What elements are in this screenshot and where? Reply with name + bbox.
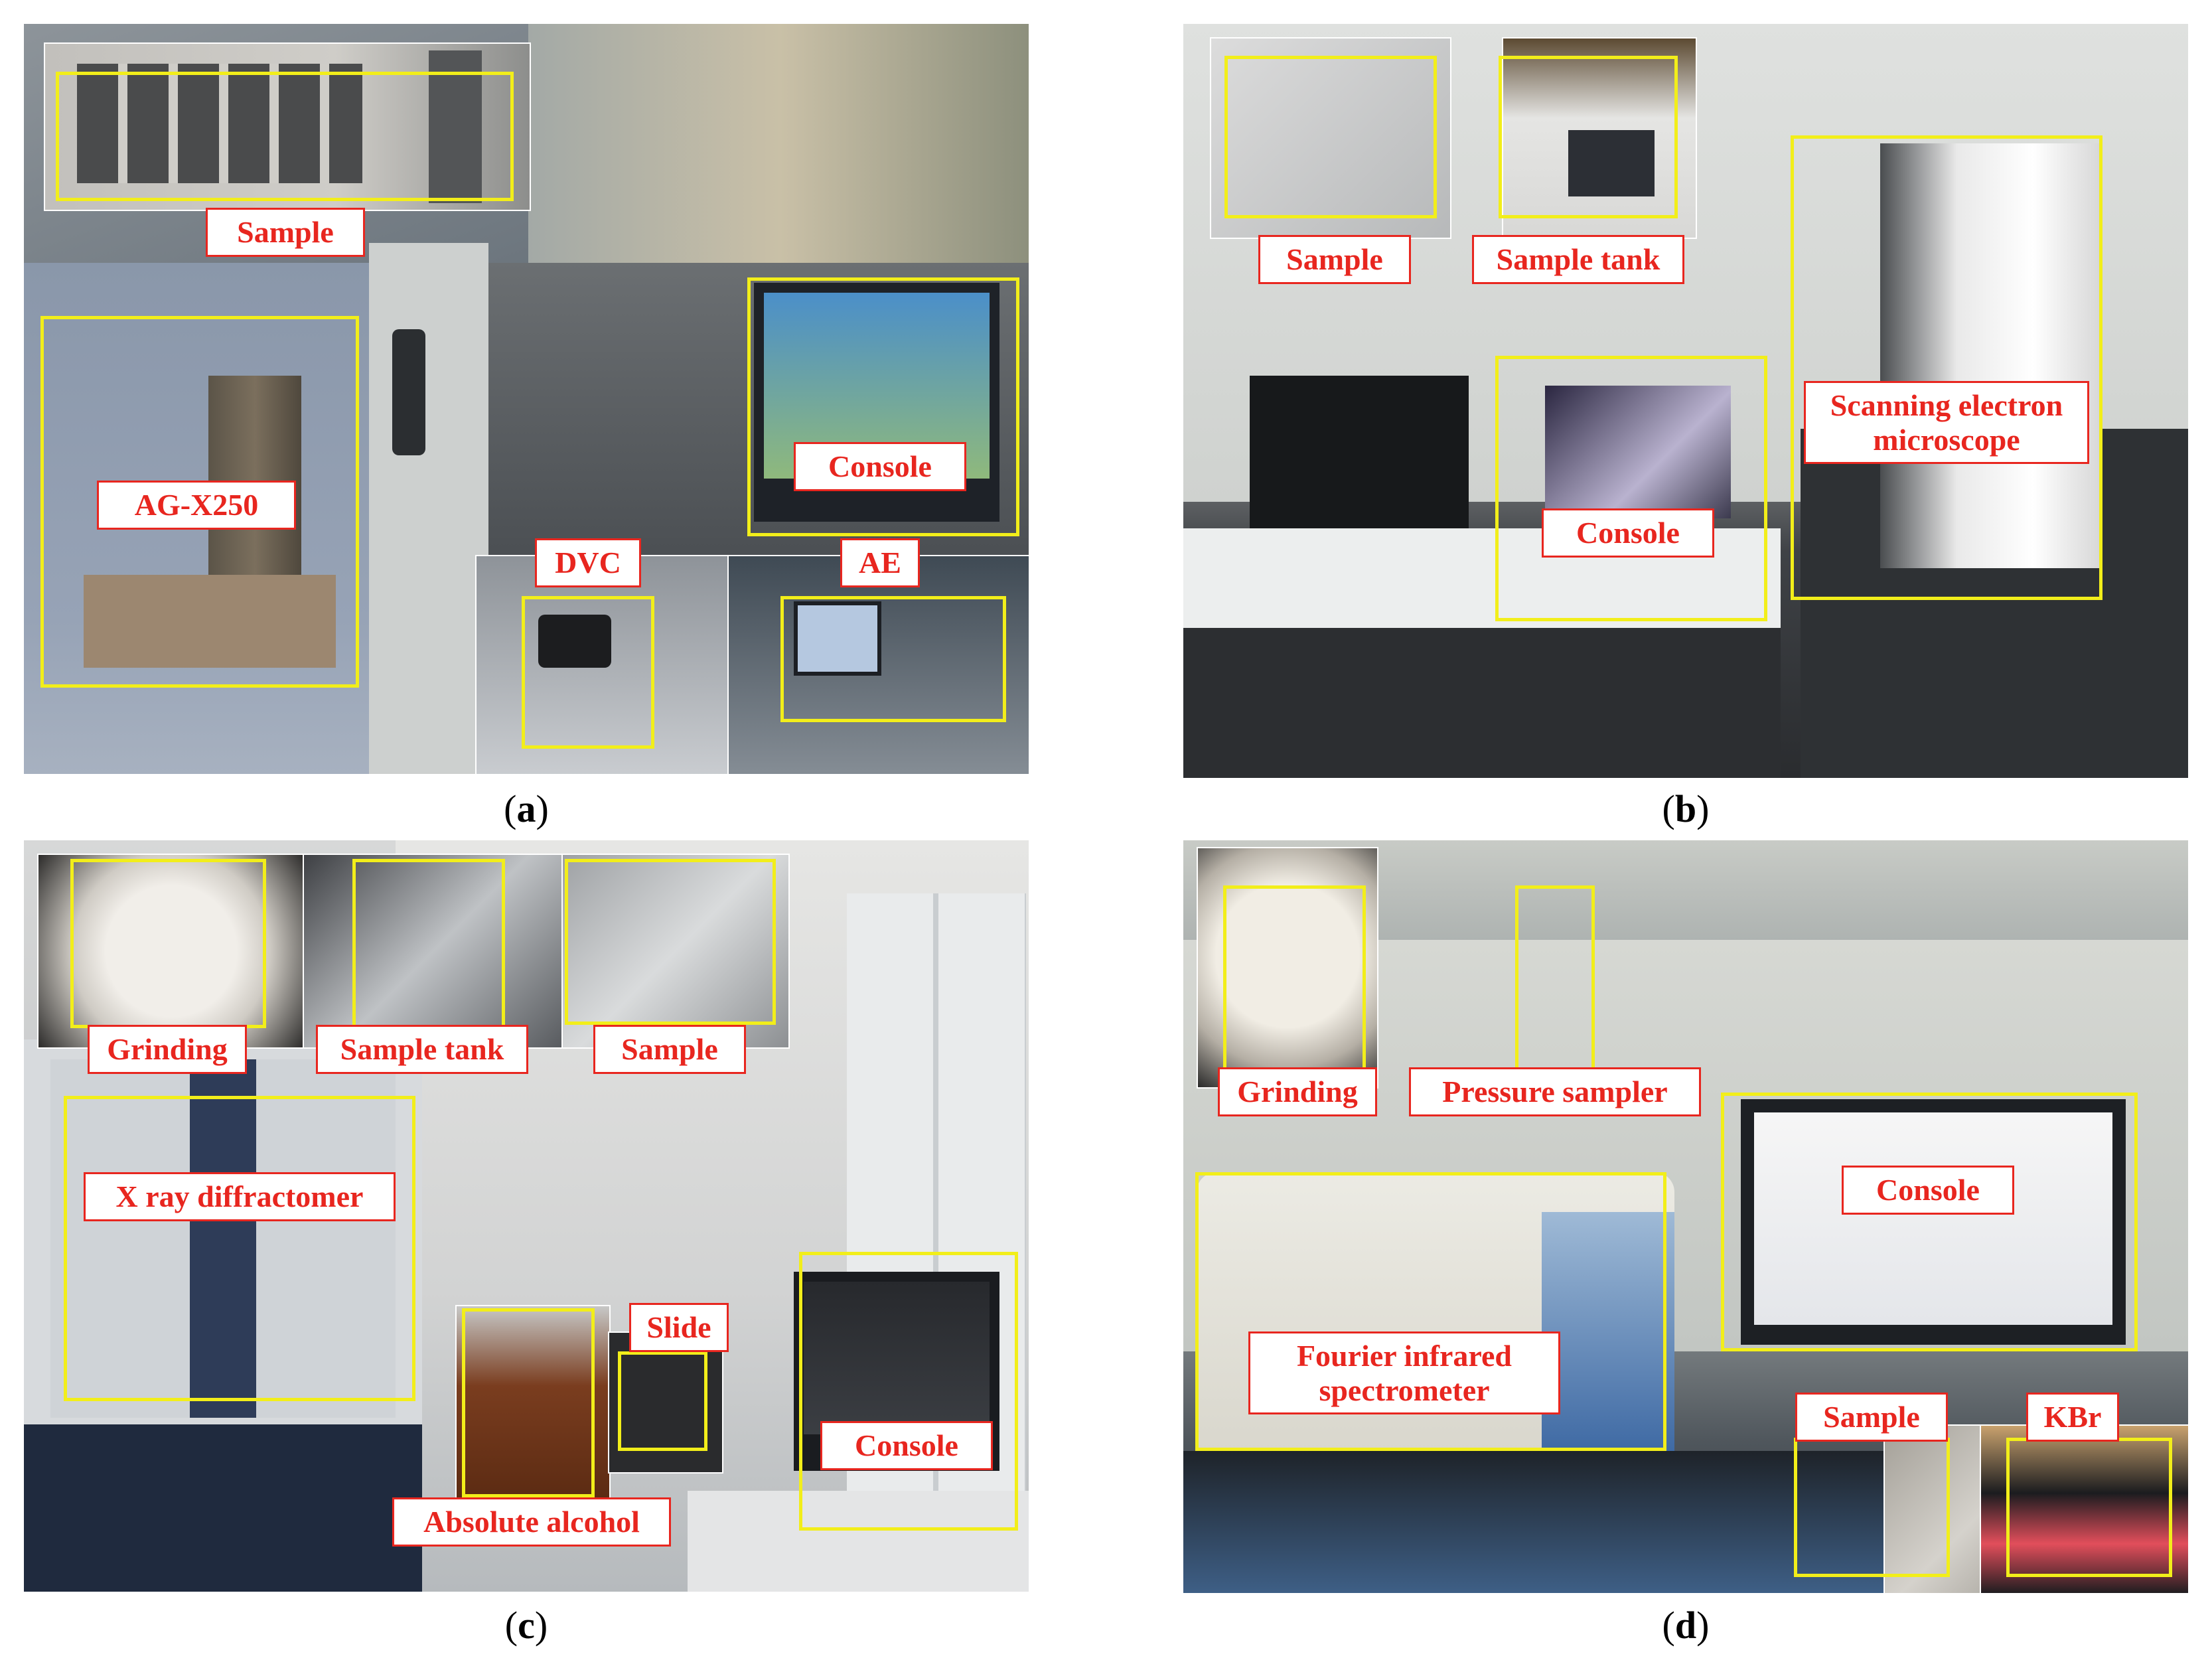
caption-d: (d) [1662, 1604, 1710, 1647]
absolute-alcohol-box [462, 1308, 595, 1497]
sample-box [1224, 56, 1437, 218]
dvc-box [522, 596, 654, 749]
label-console: Console [794, 442, 966, 491]
caption-b: (b) [1662, 787, 1710, 830]
panel-c-photo: Grinding Sample tank Sample X ray diffra… [24, 840, 1029, 1592]
ftir-box [1195, 1172, 1666, 1451]
label-sample: Sample [1258, 235, 1411, 284]
label-sample-tank: Sample tank [1472, 235, 1684, 284]
label-sample: Sample [206, 208, 365, 257]
sample-box [56, 72, 514, 201]
label-sample-tank: Sample tank [316, 1025, 528, 1074]
label-slide: Slide [629, 1303, 729, 1352]
sample-tank-box [1499, 56, 1678, 218]
console-box [1721, 1093, 2138, 1351]
slide-box [618, 1351, 707, 1451]
label-ftir: Fourier infrared spectrometer [1248, 1331, 1560, 1415]
console-box [799, 1252, 1018, 1531]
xrd-box [64, 1096, 415, 1401]
caption-c: (c) [504, 1604, 548, 1647]
pressure-sampler-box [1515, 885, 1595, 1071]
label-console: Console [1542, 508, 1714, 558]
ag-x250-box [40, 316, 359, 688]
label-pressure-sampler: Pressure sampler [1409, 1067, 1701, 1116]
kbr-box [2006, 1438, 2172, 1577]
sem-box [1791, 135, 2102, 600]
label-sem: Scanning electron microscope [1804, 381, 2089, 465]
label-absolute-alcohol: Absolute alcohol [392, 1497, 671, 1547]
label-dvc: DVC [535, 538, 641, 587]
sample-box [565, 859, 776, 1025]
label-grinding: Grinding [88, 1025, 247, 1074]
grinding-box [1223, 885, 1366, 1071]
grinding-box [70, 859, 266, 1028]
caption-a: (a) [504, 787, 549, 830]
panel-d-photo: Grinding Pressure sampler Console Fourie… [1183, 840, 2188, 1593]
label-ag-x250: AG-X250 [97, 481, 296, 530]
sample-box [1794, 1438, 1950, 1577]
label-console: Console [1842, 1166, 2014, 1215]
label-sample: Sample [593, 1025, 746, 1074]
label-kbr: KBr [2026, 1393, 2119, 1442]
label-xrd: X ray diffractomer [84, 1172, 396, 1221]
label-sample: Sample [1795, 1393, 1948, 1442]
console-box [1495, 356, 1767, 621]
label-grinding: Grinding [1218, 1067, 1377, 1116]
panel-a-photo: Sample AG-X250 Console DVC AE [24, 24, 1029, 774]
sample-tank-box [352, 859, 505, 1028]
label-console: Console [820, 1421, 993, 1470]
label-ae: AE [840, 538, 920, 587]
panel-b-photo: Sample Sample tank Console Scanning elec… [1183, 24, 2188, 778]
ae-box [780, 596, 1006, 722]
console-box [747, 277, 1019, 536]
